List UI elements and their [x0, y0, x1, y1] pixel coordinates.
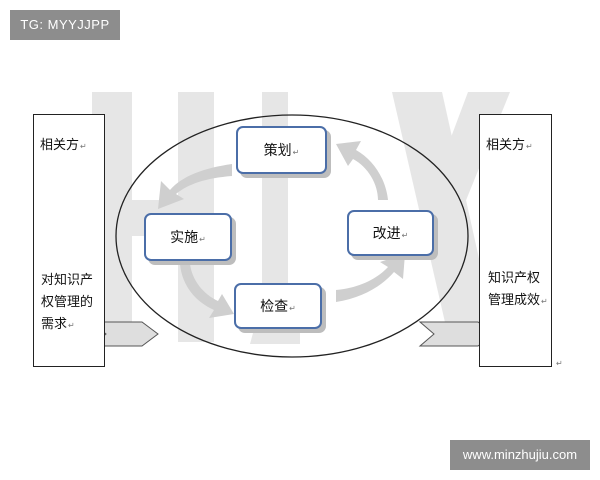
stakeholders-right-title: 相关方↵ [486, 134, 533, 153]
phase-plan-label: 策划 [263, 143, 292, 159]
watermark-tag-badge: TG: MYYJJPP [10, 10, 120, 40]
phase-plan-box: 策划↵ [236, 126, 327, 174]
paragraph-mark: ↵ [80, 142, 87, 151]
stakeholders-right-body: 知识产权管理成效↵ [488, 268, 550, 313]
cycle-ellipse [115, 114, 469, 358]
paragraph-mark: ↵ [292, 148, 300, 157]
paragraph-mark: ↵ [541, 297, 548, 306]
phase-do-box: 实施↵ [144, 213, 232, 261]
watermark-tag-text: TG: MYYJJPP [20, 17, 110, 32]
paragraph-mark: ↵ [199, 235, 206, 244]
input-chevron-arrow [90, 321, 159, 347]
phase-check-label: 检查 [260, 299, 289, 315]
stakeholders-right-title-text: 相关方 [486, 138, 526, 153]
watermark-site-text: www.minzhujiu.com [462, 447, 578, 462]
watermark-site-badge: www.minzhujiu.com [450, 440, 590, 470]
stakeholders-left-title: 相关方↵ [40, 134, 87, 153]
cycle-arrows [158, 141, 405, 318]
stakeholders-left-body: 对知识产权管理的需求↵ [41, 270, 101, 337]
paragraph-mark: ↵ [68, 321, 75, 330]
paragraph-mark: ↵ [289, 304, 296, 313]
stakeholders-left-body-text: 对知识产权管理的需求 [41, 273, 94, 332]
stakeholders-left-title-text: 相关方 [40, 138, 80, 153]
stakeholders-left-box: 相关方↵ 对知识产权管理的需求↵ [33, 114, 105, 367]
paragraph-mark: ↵ [526, 142, 533, 151]
stakeholders-right-box: 相关方↵ 知识产权管理成效↵ [479, 114, 552, 367]
stakeholders-right-body-text: 知识产权管理成效 [488, 271, 541, 308]
phase-act-label: 改进 [372, 226, 401, 242]
phase-check-box: 检查↵ [234, 283, 322, 329]
paragraph-mark: ↵ [556, 359, 563, 368]
output-chevron-arrow [418, 321, 495, 347]
paragraph-mark: ↵ [401, 231, 409, 240]
phase-act-box: 改进↵ [347, 210, 434, 256]
phase-do-label: 实施 [170, 230, 199, 246]
